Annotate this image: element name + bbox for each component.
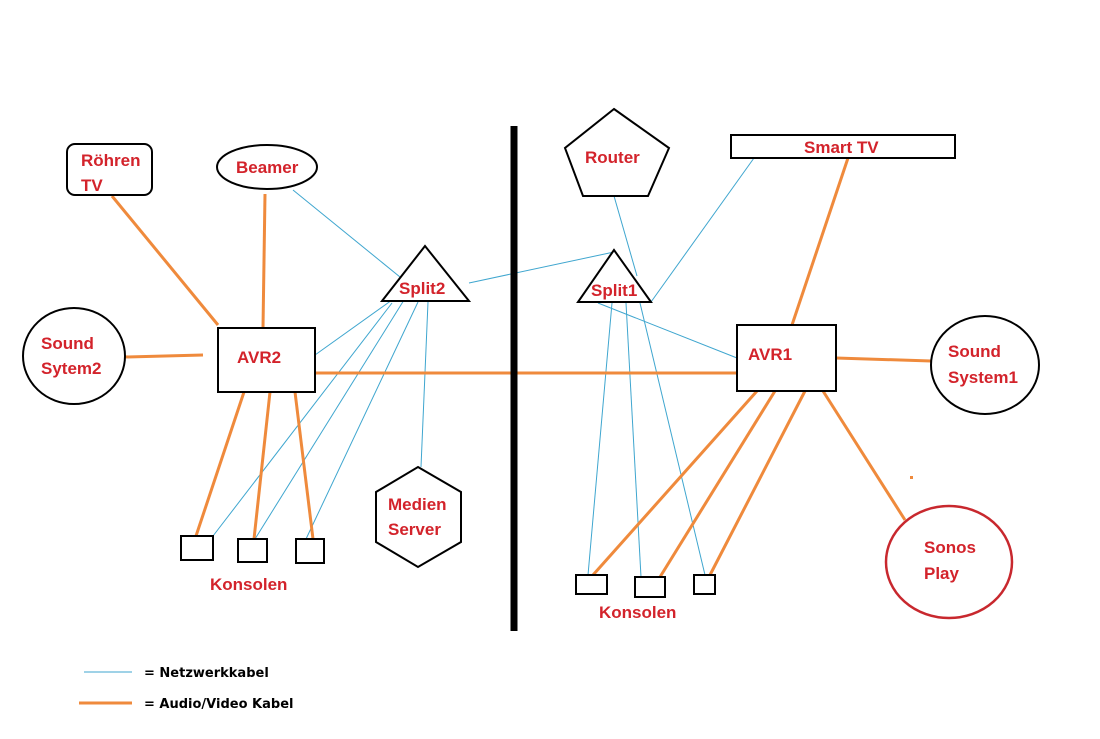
sound-system1-shape: [930, 315, 1040, 415]
konsole-left-1: [180, 535, 214, 561]
network-cable-split2-to-konsole_l3: [305, 301, 419, 540]
av-cable-roehren_tv-to-avr2: [110, 195, 220, 326]
node-smart-tv: Smart TV: [730, 134, 956, 159]
av-cable-avr1-to-sound_system1: [835, 356, 932, 363]
avr1-shape: [736, 324, 837, 392]
network-cable-split2-to-konsole_l2: [254, 299, 405, 540]
sound-system1-label-line2: System1: [948, 368, 1018, 387]
av-cable-avr2-to-konsole_l3: [293, 391, 315, 540]
roehren-tv-label-line1: Röhren: [81, 151, 141, 170]
legend-network-label: = Netzwerkkabel: [144, 666, 269, 681]
network-cable-split1-to-konsole_r3: [639, 302, 706, 576]
medien-server-label-line1: Medien: [388, 495, 447, 514]
network-cable-split1-to-avr1: [597, 302, 738, 359]
node-sound-system1: Sound System1: [930, 315, 1040, 415]
av-cable-avr1-to-konsole_r2: [658, 390, 777, 578]
av-cables: [110, 157, 932, 578]
sonos-play-label-line2: Play: [924, 564, 960, 583]
konsole-right-1: [575, 574, 608, 595]
av-cable-avr1-to-konsole_r1: [591, 390, 759, 576]
sound-system2-label-line1: Sound: [41, 334, 94, 353]
sound-system1-label-line1: Sound: [948, 342, 1001, 361]
node-roehren-tv: Röhren TV: [66, 143, 153, 196]
avr2-shape: [217, 327, 316, 393]
smart-tv-label: Smart TV: [804, 138, 879, 157]
konsole-right-3: [693, 574, 716, 595]
konsolen-left-label: Konsolen: [210, 575, 287, 594]
legend-av-label: = Audio/Video Kabel: [144, 697, 293, 712]
konsole-right-2: [634, 576, 666, 598]
node-avr2: AVR2: [217, 327, 316, 393]
network-cable-split2-to-konsole_l1: [212, 302, 393, 537]
avr1-label: AVR1: [748, 345, 792, 364]
avr2-label: AVR2: [237, 348, 281, 367]
split2-label: Split2: [399, 279, 445, 298]
network-cable-beamer-to-split2: [292, 189, 401, 278]
node-split1: Split1: [576, 248, 653, 303]
split1-label: Split1: [591, 281, 637, 300]
sonos-play-label-line1: Sonos: [924, 538, 976, 557]
node-sonos-play: Sonos Play: [884, 504, 1014, 620]
split1-shape: [576, 248, 653, 303]
av-cable-beamer-to-avr2: [261, 193, 267, 329]
sonos-play-shape: [884, 504, 1014, 620]
stray-dot: [910, 476, 913, 479]
node-avr1: AVR1: [736, 324, 837, 392]
router-shape: [563, 107, 671, 197]
av-cable-avr1-to-sonos_play: [821, 390, 907, 521]
network-cable-split2-to-avr2: [314, 299, 393, 356]
roehren-tv-shape: [66, 143, 153, 196]
node-beamer: Beamer: [216, 144, 318, 190]
sound-system2-shape: [22, 307, 126, 405]
router-label: Router: [585, 148, 640, 167]
network-cable-split2-to-split1: [468, 251, 615, 284]
beamer-shape: [216, 144, 318, 190]
legend: = Netzwerkkabel = Audio/Video Kabel: [79, 666, 293, 712]
network-cable-router-to-split1: [613, 195, 638, 277]
medien-server-shape: [375, 465, 462, 569]
node-router: Router: [563, 107, 671, 197]
sound-system2-label-line2: Sytem2: [41, 359, 101, 378]
node-medien-server: Medien Server: [375, 465, 462, 569]
konsole-left-2: [237, 538, 268, 563]
network-cable-smart_tv-to-split1: [650, 157, 755, 303]
smart-tv-shape: [730, 134, 956, 159]
network-cable-split1-to-konsole_r1: [587, 302, 613, 576]
av-cable-avr2-to-konsole_l2: [252, 391, 272, 540]
konsole-left-3: [295, 538, 325, 564]
network-cables: [212, 157, 755, 578]
network-cable-split2-to-medien_server: [420, 301, 429, 468]
roehren-tv-label-line2: TV: [81, 176, 103, 195]
medien-server-label-line2: Server: [388, 520, 441, 539]
node-split2: Split2: [379, 244, 472, 302]
av-cable-avr2-to-konsole_l1: [194, 391, 246, 537]
konsolen-right-label: Konsolen: [599, 603, 676, 622]
av-cable-avr1-to-konsole_r3: [708, 390, 807, 576]
beamer-label: Beamer: [236, 158, 299, 177]
node-sound-system2: Sound Sytem2: [22, 307, 126, 405]
av-cable-sound_system2-to-avr2: [124, 353, 204, 359]
split2-shape: [379, 244, 472, 302]
network-cable-split1-to-konsole_r2: [625, 302, 642, 578]
av-cable-smart_tv-to-avr1: [790, 157, 850, 326]
